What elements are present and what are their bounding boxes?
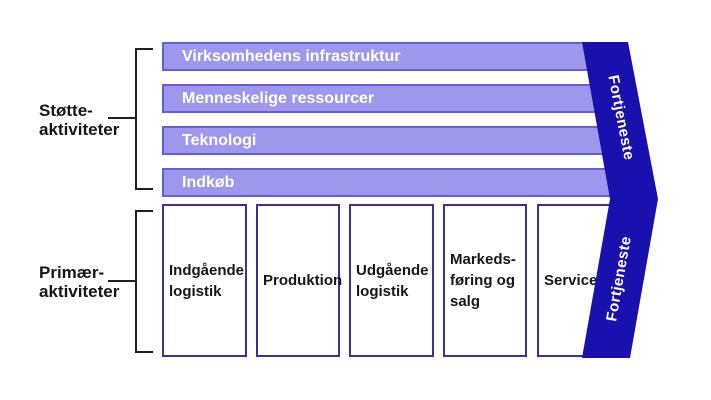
support-bar-procurement: Indkøb bbox=[162, 168, 622, 197]
primary-box-inbound-logistics: Indgående logistik bbox=[162, 204, 247, 357]
marketing-sales-line-2: føring og bbox=[450, 272, 515, 289]
outbound-logistics-line-2: logistik bbox=[356, 282, 409, 300]
primary-box-marketing-sales: Markeds- føring og salg bbox=[443, 204, 527, 357]
support-bracket-connector-line bbox=[108, 117, 136, 119]
support-bar-technology: Teknologi bbox=[162, 126, 622, 155]
primary-bracket bbox=[135, 210, 153, 353]
support-bracket bbox=[135, 48, 153, 190]
support-bar-human-resources-label: Menneskelige ressourcer bbox=[182, 89, 375, 107]
primary-bracket-connector-line bbox=[108, 280, 136, 282]
support-bar-technology-label: Teknologi bbox=[182, 131, 257, 149]
support-label-line-2: aktiviteter bbox=[39, 120, 120, 139]
support-activities-label: Støtte- aktiviteter bbox=[39, 101, 119, 139]
primary-label-line-1: Primær- bbox=[39, 263, 105, 282]
marketing-sales-line-3: salg bbox=[450, 293, 481, 310]
marketing-sales-line-1: Markeds- bbox=[450, 251, 516, 268]
inbound-logistics-line-2: logistik bbox=[169, 282, 222, 300]
support-bar-infrastructure: Virksomhedens infrastruktur bbox=[162, 42, 622, 71]
support-label-line-1: Støtte- bbox=[39, 101, 93, 120]
support-bar-infrastructure-label: Virksomhedens infrastruktur bbox=[182, 47, 401, 65]
outbound-logistics-line-1: Udgående bbox=[356, 261, 429, 279]
support-bar-human-resources: Menneskelige ressourcer bbox=[162, 84, 622, 113]
primary-box-production: Produktion bbox=[256, 204, 343, 357]
inbound-logistics-line-1: Indgående bbox=[169, 261, 245, 279]
primary-label-line-2: aktiviteter bbox=[39, 282, 120, 301]
primary-activities-label: Primær- aktiviteter bbox=[39, 263, 119, 301]
support-bar-procurement-label: Indkøb bbox=[182, 173, 235, 191]
primary-box-outbound-logistics: Udgående logistik bbox=[349, 204, 434, 357]
production-line-1: Produktion bbox=[263, 272, 343, 289]
profit-label-top: Fortjeneste bbox=[604, 73, 638, 162]
